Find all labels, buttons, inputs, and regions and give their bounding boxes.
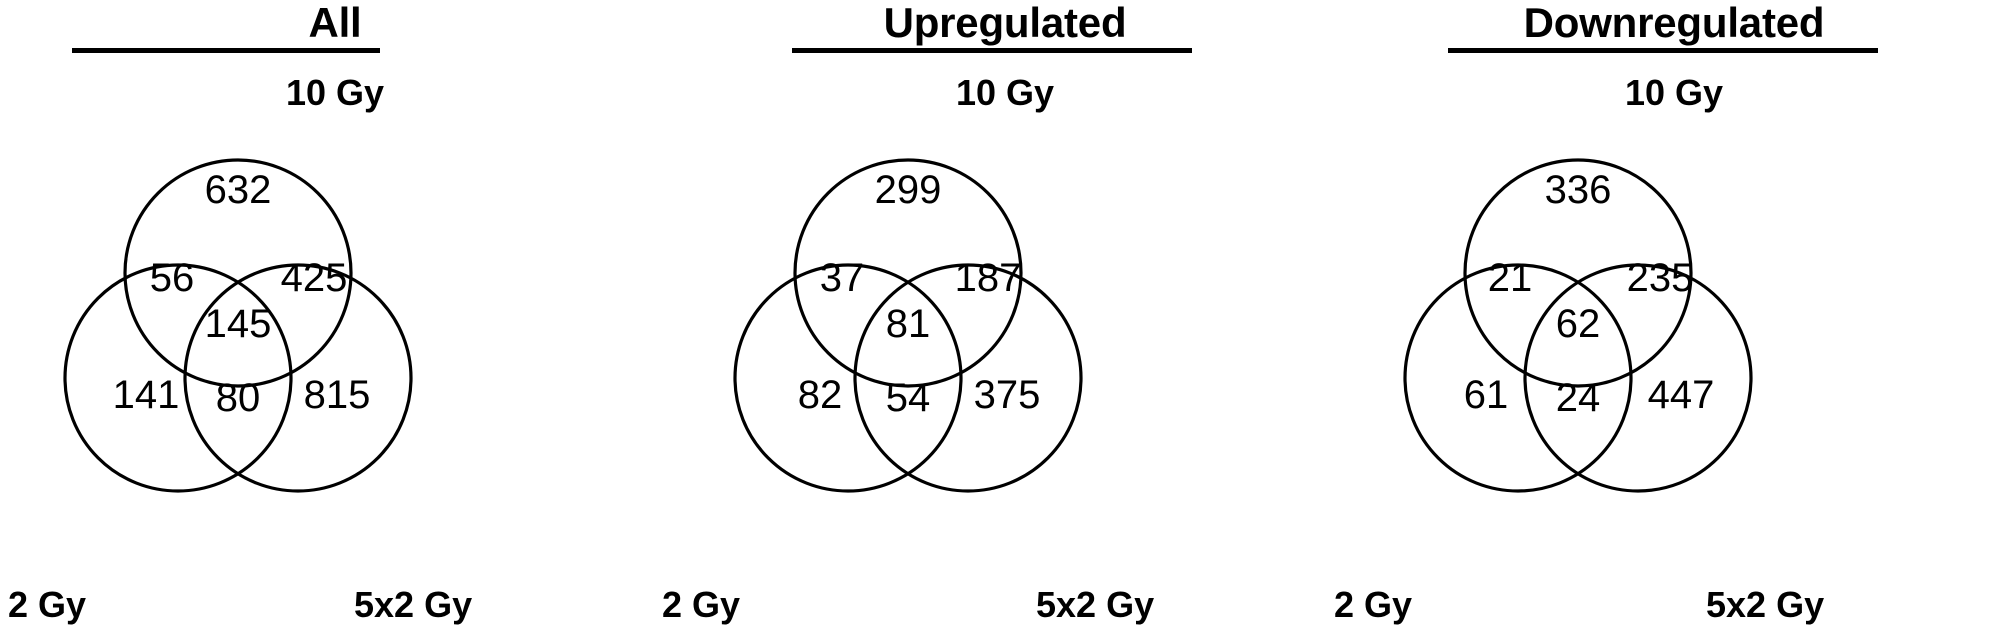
set-label-top-10gy: 10 Gy (1624, 72, 1724, 113)
count-2gy-5x2gy: 54 (885, 376, 931, 420)
panel-title-underline (792, 48, 1192, 53)
circle-2gy (1403, 263, 1633, 493)
panel-title-downregulated: Downregulated (1523, 0, 1825, 46)
circle-10gy (793, 158, 1023, 388)
count-2gy-only: 82 (797, 373, 843, 417)
count-10gy-5x2gy: 235 (1626, 256, 1694, 300)
count-2gy-5x2gy: 80 (215, 376, 261, 420)
venn-panel-downregulated: Downregulated 10 Gy 336 21 235 62 61 24 … (1334, 0, 2008, 634)
count-5x2gy-only: 815 (303, 373, 371, 417)
panel-title-all: All (308, 0, 362, 46)
circle-2gy (63, 263, 293, 493)
count-2gy-only: 61 (1463, 373, 1509, 417)
circle-10gy (1463, 158, 1693, 388)
venn-panel-upregulated: Upregulated 10 Gy 299 37 187 81 82 54 37… (662, 0, 1340, 634)
count-10gy-only: 299 (874, 168, 942, 212)
set-label-bottom-2gy: 2 Gy (662, 584, 741, 625)
set-label-top-10gy: 10 Gy (955, 72, 1055, 113)
panel-title-upregulated: Upregulated (883, 0, 1127, 46)
count-5x2gy-only: 375 (973, 373, 1041, 417)
count-10gy-5x2gy: 425 (280, 256, 348, 300)
circle-5x2gy (853, 263, 1083, 493)
circle-2gy (733, 263, 963, 493)
count-all-three: 81 (885, 302, 931, 346)
circle-10gy (123, 158, 353, 388)
count-10gy-5x2gy: 187 (954, 256, 1022, 300)
venn-circles-all (63, 158, 413, 493)
count-all-three: 145 (204, 302, 272, 346)
venn-circles-upregulated (733, 158, 1083, 493)
set-label-bottom-2gy: 2 Gy (8, 584, 87, 625)
venn-circles-downregulated (1403, 158, 1753, 493)
count-5x2gy-only: 447 (1647, 373, 1715, 417)
venn-panel-all: All 10 Gy 632 56 425 145 141 80 815 2 Gy… (0, 0, 670, 634)
set-label-bottom-5x2gy: 5x2 Gy (1706, 584, 1825, 625)
count-10gy-2gy: 37 (819, 256, 865, 300)
count-10gy-only: 336 (1544, 168, 1612, 212)
set-label-bottom-2gy: 2 Gy (1334, 584, 1413, 625)
panel-title-underline (72, 48, 380, 53)
count-2gy-5x2gy: 24 (1555, 376, 1601, 420)
count-all-three: 62 (1555, 302, 1601, 346)
circle-5x2gy (183, 263, 413, 493)
set-label-bottom-5x2gy: 5x2 Gy (354, 584, 473, 625)
circle-5x2gy (1523, 263, 1753, 493)
count-2gy-only: 141 (112, 373, 180, 417)
count-10gy-2gy: 56 (149, 256, 195, 300)
count-10gy-2gy: 21 (1487, 256, 1533, 300)
set-label-bottom-5x2gy: 5x2 Gy (1036, 584, 1155, 625)
set-label-top-10gy: 10 Gy (285, 72, 385, 113)
count-10gy-only: 632 (204, 168, 272, 212)
panel-title-underline (1448, 48, 1878, 53)
